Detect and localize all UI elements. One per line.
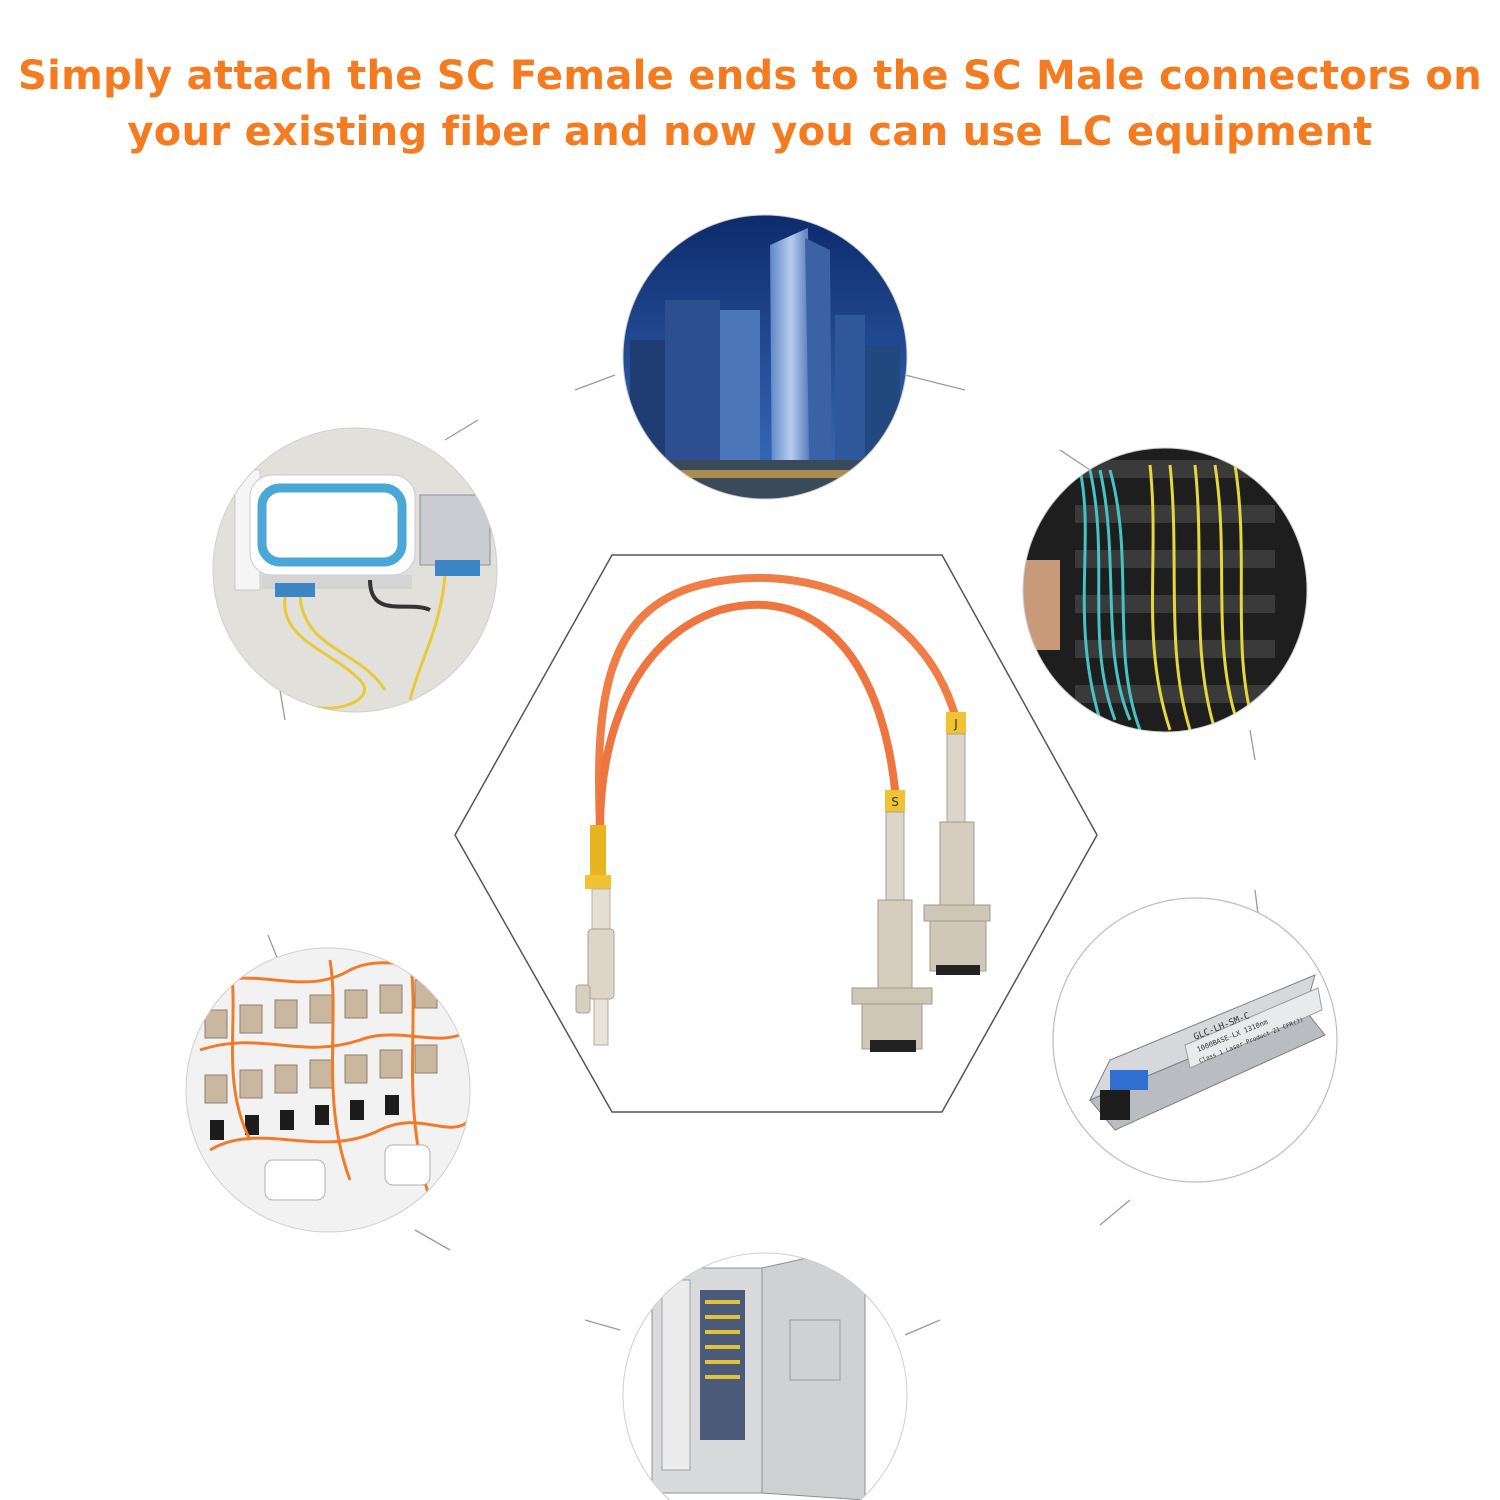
photo-router-converter [213, 428, 497, 712]
sc-female-connector-1: S [851, 790, 933, 1052]
photo-frame-lower-right [1052, 897, 1338, 1183]
lc-connector [575, 825, 615, 1046]
tag-right-text: J [953, 717, 958, 731]
connector-lines [267, 374, 1261, 1336]
photo-frame-upper-right [1022, 447, 1308, 733]
photo-frame-top [622, 214, 908, 500]
product-hexagon [454, 554, 1098, 1113]
photo-sfp-module: GLC-LH-SM-C 1000BASE-LX 1310nm Class 1 L… [1053, 898, 1337, 1182]
photo-distribution-box [623, 1253, 907, 1500]
photo-fiber-patch-panel [1023, 448, 1307, 732]
photo-frame-upper-left [212, 427, 498, 713]
photo-frame-lower-left [185, 947, 471, 1233]
photo-frame-bottom [622, 1252, 908, 1500]
headline-line-2: your existing fiber and now you can use … [127, 109, 1373, 155]
sc-female-connector-2: J [923, 712, 991, 975]
headline-line-1: Simply attach the SC Female ends to the … [17, 53, 1482, 99]
photo-office-buildings [623, 215, 907, 499]
headline: Simply attach the SC Female ends to the … [0, 48, 1500, 160]
photo-sc-adapter-panel [186, 948, 470, 1232]
lc-to-sc-patch-cable: S J [575, 573, 991, 1052]
tag-left-text: S [891, 795, 899, 809]
